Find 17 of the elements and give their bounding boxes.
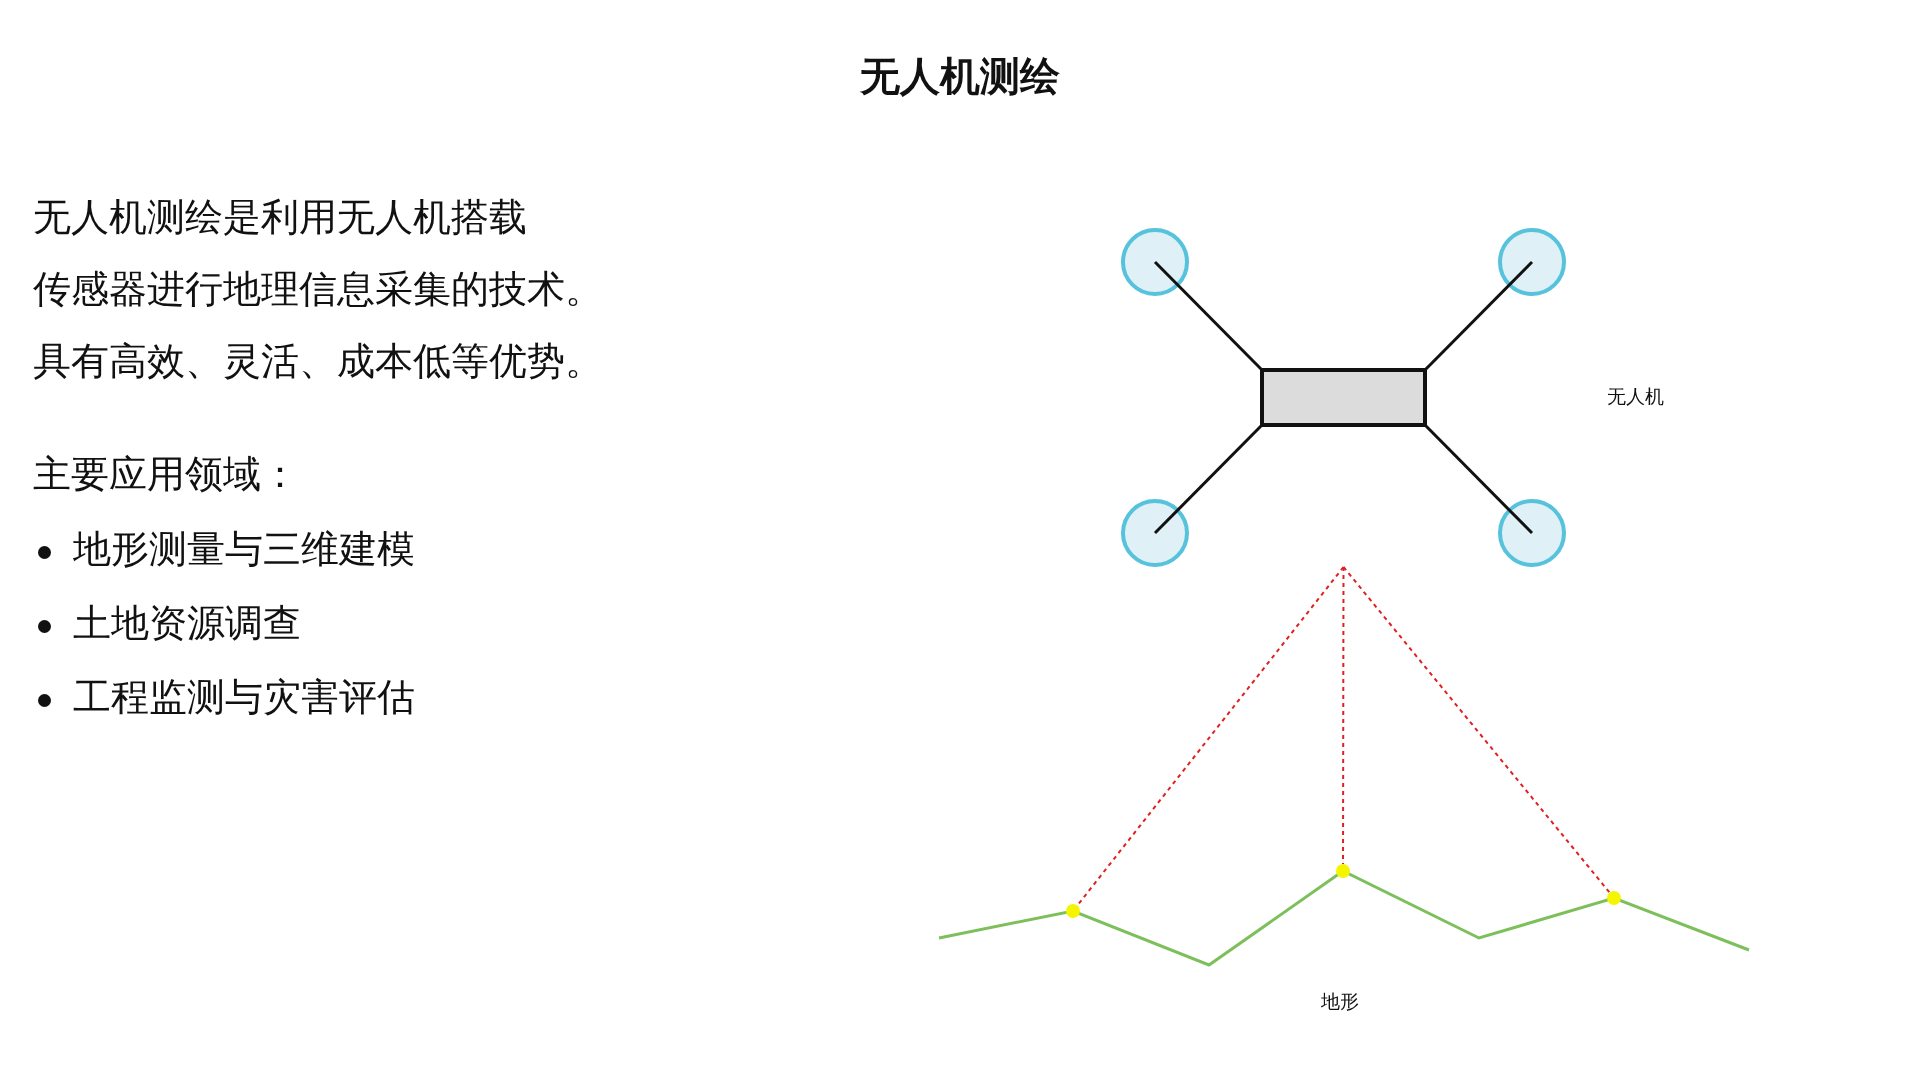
survey-point: [1607, 891, 1621, 905]
section-heading: 主要应用领域：: [33, 452, 299, 498]
survey-ray: [1076, 566, 1345, 907]
survey-point: [1336, 864, 1350, 878]
drone-label: 无人机: [1607, 385, 1664, 408]
title: 无人机测绘: [859, 52, 1061, 100]
paragraph-line: 无人机测绘是利用无人机搭载: [33, 195, 527, 241]
drone-drawing: [1121, 228, 1566, 567]
list-item: 土地资源调查: [73, 601, 301, 647]
list-item: 工程监测与灾害评估: [73, 675, 415, 721]
paragraph-line: 传感器进行地理信息采集的技术。: [33, 267, 603, 313]
paragraph-line: 具有高效、灵活、成本低等优势。: [33, 339, 603, 385]
survey-ray: [1342, 566, 1345, 865]
terrain-label: 地形: [1321, 990, 1359, 1013]
survey-ray: [1342, 566, 1611, 894]
list-item: 地形测量与三维建模: [73, 527, 415, 573]
survey-point: [1066, 904, 1080, 918]
